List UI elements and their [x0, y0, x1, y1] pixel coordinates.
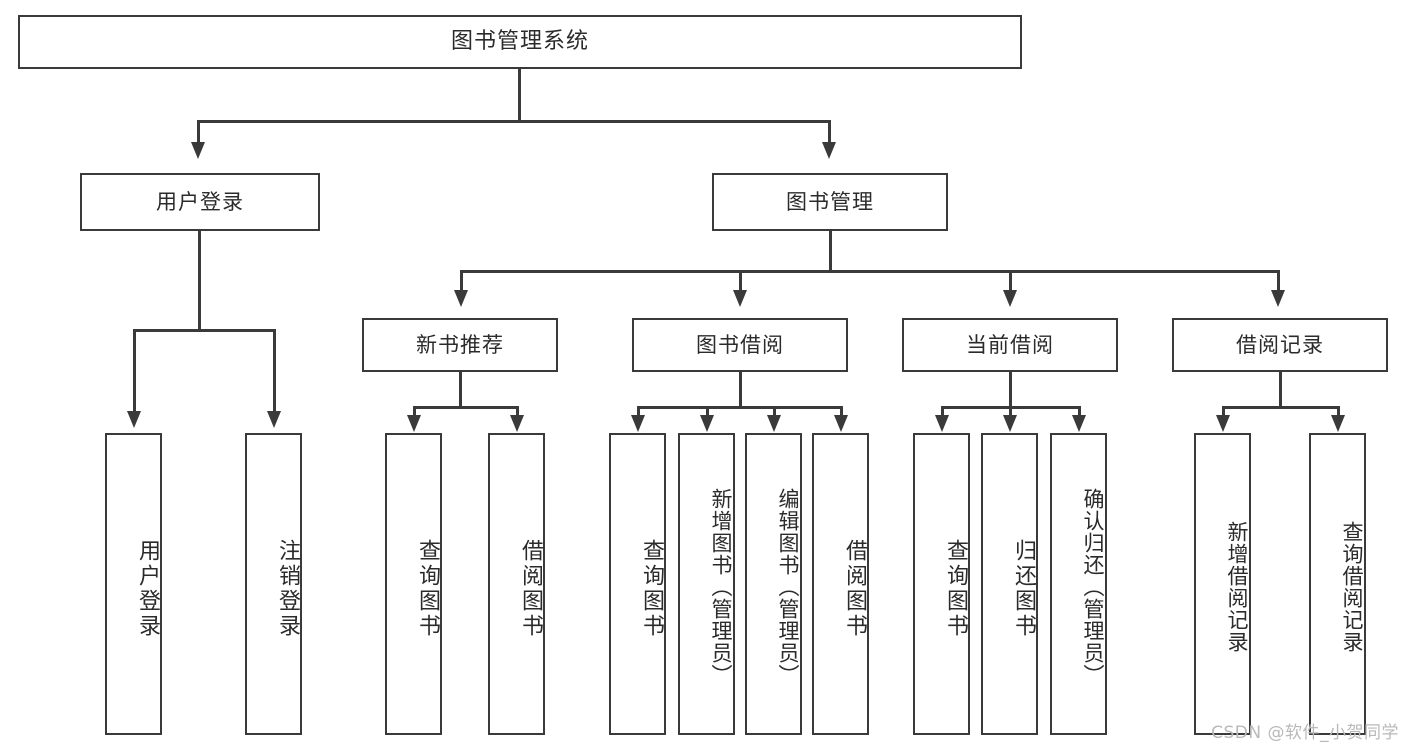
arrowhead-current-borrow-leaf-0 [935, 415, 949, 432]
arrowhead-borrow-record [1271, 290, 1285, 307]
node-current-borrow[interactable]: 当前借阅 [902, 318, 1118, 372]
connector-drop-current-borrow [1009, 270, 1012, 292]
connector-root-drop-user-login [197, 120, 200, 144]
leaf-user-login-0[interactable]: 用户登录 [105, 433, 162, 735]
connector-root-bus [197, 120, 831, 123]
connector-drop-book-borrow-leaf-2 [773, 406, 776, 418]
arrowhead-current-borrow-leaf-1 [1003, 415, 1017, 432]
arrowhead-book-borrow-leaf-0 [631, 415, 645, 432]
leaf-current-borrow-0[interactable]: 查询图书 [913, 433, 970, 735]
connector-drop-user-login-leaf-0 [133, 329, 136, 413]
connector-drop-user-login-leaf-1 [273, 329, 276, 413]
arrowhead-new-book-leaf-0 [407, 415, 421, 432]
connector-drop-book-borrow-leaf-3 [840, 406, 843, 418]
connector-drop-borrow-book [739, 270, 742, 292]
leaf-current-borrow-1[interactable]: 归还图书 [981, 433, 1038, 735]
arrowhead-user-login [191, 142, 205, 159]
connector-drop-book-borrow-leaf-0 [637, 406, 640, 418]
arrowhead-book-management [822, 142, 836, 159]
leaf-new-book-0[interactable]: 查询图书 [385, 433, 442, 735]
connector-borrow-record-stem [1279, 372, 1282, 408]
arrowhead-current-borrow-leaf-2 [1072, 415, 1086, 432]
leaf-book-borrow-3[interactable]: 借阅图书 [812, 433, 869, 735]
node-root-book-management-system[interactable]: 图书管理系统 [18, 15, 1022, 69]
connector-root-stem [518, 69, 521, 122]
arrowhead-current-borrow [1003, 290, 1017, 307]
connector-drop-new-book [460, 270, 463, 292]
connector-book-management-bus [460, 270, 1280, 273]
connector-root-drop-book-management [828, 120, 831, 144]
connector-borrow-record-bus [1222, 406, 1340, 409]
connector-drop-book-borrow-leaf-1 [706, 406, 709, 418]
node-book-management[interactable]: 图书管理 [712, 173, 948, 231]
connector-new-book-bus [413, 406, 519, 409]
connector-new-book-stem [459, 372, 462, 408]
connector-book-management-stem [829, 231, 832, 272]
node-user-login[interactable]: 用户登录 [80, 173, 320, 231]
leaf-book-borrow-2[interactable]: 编辑图书（管理员） [745, 433, 802, 735]
connector-drop-borrow-record [1277, 270, 1280, 292]
connector-drop-current-borrow-leaf-2 [1078, 406, 1081, 418]
connector-drop-current-borrow-leaf-0 [941, 406, 944, 418]
arrowhead-borrow-record-leaf-0 [1216, 415, 1230, 432]
arrowhead-book-borrow-leaf-2 [767, 415, 781, 432]
connector-drop-borrow-record-leaf-1 [1337, 406, 1340, 418]
leaf-new-book-1[interactable]: 借阅图书 [488, 433, 545, 735]
leaf-current-borrow-2[interactable]: 确认归还（管理员） [1050, 433, 1107, 735]
connector-book-borrow-stem [739, 372, 742, 408]
leaf-user-login-1[interactable]: 注销登录 [245, 433, 302, 735]
arrowhead-user-login-leaf-0 [127, 411, 141, 428]
leaf-borrow-record-0[interactable]: 新增借阅记录 [1194, 433, 1251, 735]
arrowhead-new-book-leaf-1 [510, 415, 524, 432]
connector-user-login-bus [133, 329, 276, 332]
connector-current-borrow-stem [1009, 372, 1012, 408]
node-new-book-recommend[interactable]: 新书推荐 [362, 318, 558, 372]
arrowhead-borrow-book [733, 290, 747, 307]
connector-drop-new-book-leaf-0 [413, 406, 416, 418]
arrowhead-book-borrow-leaf-3 [834, 415, 848, 432]
connector-drop-new-book-leaf-1 [516, 406, 519, 418]
connector-user-login-stem [198, 231, 201, 331]
leaf-book-borrow-0[interactable]: 查询图书 [609, 433, 666, 735]
node-borrow-record[interactable]: 借阅记录 [1172, 318, 1388, 372]
arrowhead-new-book [454, 290, 468, 307]
arrowhead-user-login-leaf-1 [267, 411, 281, 428]
leaf-book-borrow-1[interactable]: 新增图书（管理员） [678, 433, 735, 735]
connector-book-borrow-bus [637, 406, 842, 409]
connector-drop-current-borrow-leaf-1 [1009, 406, 1012, 418]
connector-drop-borrow-record-leaf-0 [1222, 406, 1225, 418]
arrowhead-borrow-record-leaf-1 [1331, 415, 1345, 432]
leaf-borrow-record-1[interactable]: 查询借阅记录 [1309, 433, 1366, 735]
node-book-borrow[interactable]: 图书借阅 [632, 318, 848, 372]
arrowhead-book-borrow-leaf-1 [700, 415, 714, 432]
